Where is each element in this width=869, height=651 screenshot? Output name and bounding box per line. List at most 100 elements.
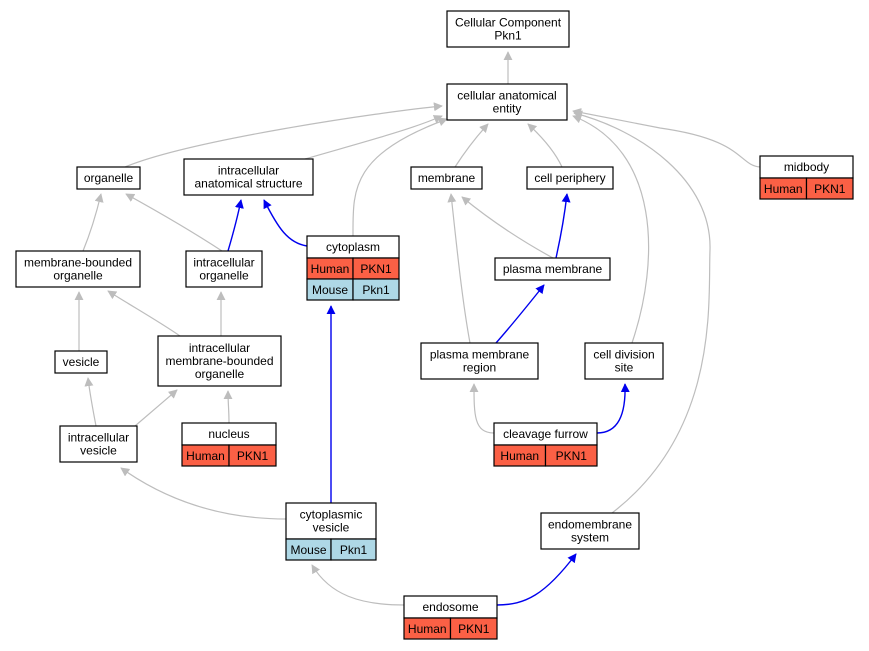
- gene-label: Pkn1: [340, 543, 368, 557]
- node-label: organelle: [53, 269, 103, 283]
- edge-ias-to-cae: [304, 115, 443, 160]
- gene-cell: [228, 444, 277, 467]
- edge-cds-to-cae: [572, 114, 650, 344]
- edge-iv-to-vesicle: [84, 377, 97, 427]
- node-box: [59, 425, 138, 463]
- node-box: [54, 350, 108, 374]
- species-label: Mouse: [312, 283, 348, 297]
- edge-cf-to-cds: [596, 383, 630, 434]
- gene-cell: [352, 278, 400, 301]
- node-label: cytoplasmic: [300, 508, 363, 522]
- node-box: [410, 166, 483, 190]
- node-label: anatomical structure: [194, 177, 302, 191]
- node-label: site: [615, 361, 634, 375]
- edge-pm-to-membrane: [461, 196, 554, 259]
- node-label: intracellular: [189, 341, 250, 355]
- node-membrane[interactable]: membrane: [410, 166, 483, 190]
- edge-endosome-to-cv: [311, 564, 405, 606]
- node-box: [285, 502, 377, 540]
- node-label: system: [571, 531, 609, 545]
- node-label: vesicle: [313, 521, 350, 535]
- edge-endosome-to-es: [496, 553, 577, 606]
- node-label: vesicle: [63, 355, 100, 369]
- node-label: entity: [493, 102, 522, 116]
- edge-nucleus-to-imbo: [223, 390, 233, 424]
- node-pm[interactable]: plasma membrane: [494, 257, 611, 281]
- gene-label: Pkn1: [362, 283, 390, 297]
- node-label: membrane-bounded: [165, 354, 273, 368]
- species-label: Human: [186, 449, 225, 463]
- node-cellperiph[interactable]: cell periphery: [526, 166, 614, 190]
- node-box: [185, 250, 263, 288]
- gene-label: PKN1: [458, 622, 490, 636]
- edge-pm-to-cellperiph: [555, 193, 571, 259]
- node-box: [420, 342, 539, 380]
- node-box: [494, 257, 611, 281]
- node-box: [584, 342, 664, 380]
- gene-cell: [544, 444, 598, 467]
- gene-label: PKN1: [814, 182, 846, 196]
- node-organelle[interactable]: organelle: [76, 166, 141, 190]
- node-box: [446, 83, 568, 121]
- node-label: cell periphery: [534, 171, 605, 185]
- node-label: cytoplasm: [326, 240, 380, 254]
- node-label: midbody: [784, 160, 829, 174]
- node-label: Cellular Component: [455, 16, 562, 30]
- species-label: Human: [764, 182, 803, 196]
- node-label: region: [463, 361, 496, 375]
- node-label: Pkn1: [494, 29, 522, 43]
- node-label: cleavage furrow: [503, 427, 588, 441]
- node-box: [76, 166, 141, 190]
- edge-pmr-to-membrane: [447, 193, 471, 344]
- node-label: plasma membrane: [503, 262, 603, 276]
- gene-label: PKN1: [237, 449, 269, 463]
- node-label: nucleus: [208, 427, 249, 441]
- node-label: membrane-bounded: [24, 256, 132, 270]
- node-label: membrane: [418, 171, 476, 185]
- node-box: [526, 166, 614, 190]
- node-box: [540, 512, 640, 550]
- node-label: organelle: [84, 171, 134, 185]
- edge-cytoplasm-to-ias: [263, 199, 308, 247]
- gene-cell: [330, 538, 377, 561]
- edge-imbo-to-mbo: [107, 290, 181, 337]
- gene-label: PKN1: [360, 262, 392, 276]
- node-box: [15, 250, 141, 288]
- edge-cv-to-iv: [120, 467, 287, 520]
- edge-cytoplasm-to-cae: [352, 117, 448, 237]
- edge-iv-to-imbo: [134, 389, 178, 427]
- edge-es-to-cae: [573, 110, 711, 514]
- node-vesicle[interactable]: vesicle: [54, 350, 108, 374]
- edge-pmr-to-pm: [495, 284, 545, 344]
- species-label: Human: [500, 449, 539, 463]
- edge-organelle-to-cae: [124, 102, 443, 168]
- edges-layer: [74, 51, 761, 606]
- edge-io-to-organelle: [125, 193, 223, 252]
- node-label: endosome: [422, 600, 478, 614]
- node-label: intracellular: [193, 256, 254, 270]
- edge-cf-to-pmr: [469, 383, 495, 434]
- species-label: Human: [311, 262, 350, 276]
- node-label: intracellular: [218, 164, 279, 178]
- node-label: vesicle: [80, 444, 117, 458]
- node-label: intracellular: [68, 431, 129, 445]
- node-box: [446, 10, 570, 48]
